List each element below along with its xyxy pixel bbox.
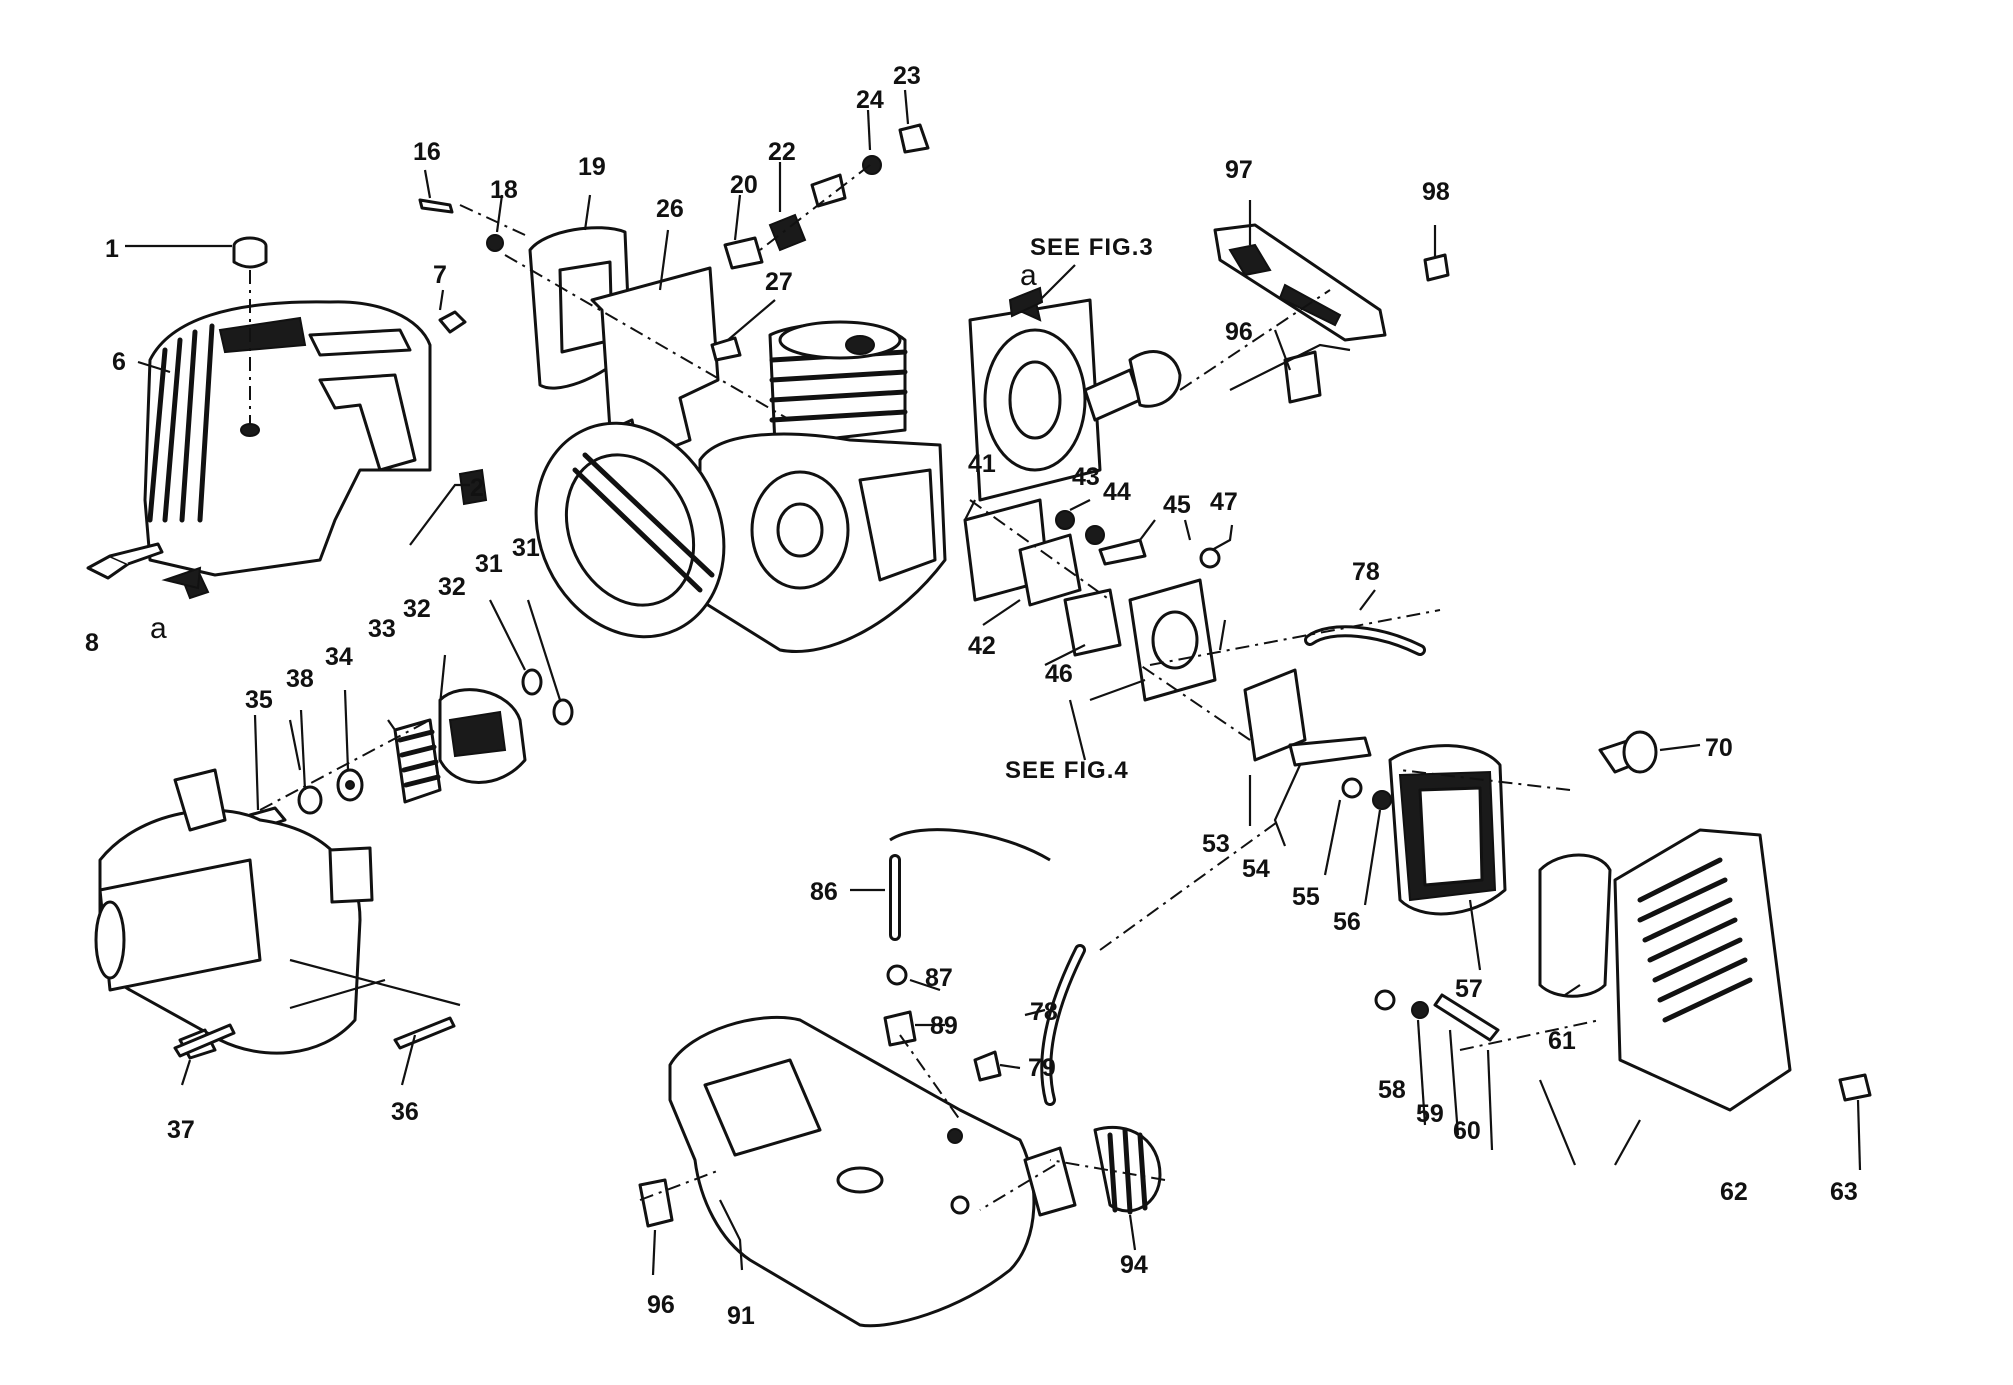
cover-screws bbox=[86, 310, 488, 600]
callout-36: 36 bbox=[391, 1098, 419, 1126]
callout-79: 79 bbox=[1028, 1054, 1056, 1082]
callout-32-b: 32 bbox=[438, 573, 466, 601]
callout-47: 47 bbox=[1210, 488, 1238, 516]
callout-16: 16 bbox=[413, 138, 441, 166]
connection-arrow-a-top bbox=[1008, 286, 1044, 318]
callout-45: 45 bbox=[1163, 491, 1191, 519]
handle-bracket-part bbox=[1213, 223, 1450, 404]
leader-lines bbox=[125, 89, 1862, 1276]
callout-32-a: 32 bbox=[403, 595, 431, 623]
callout-31-a: 31 bbox=[475, 550, 503, 578]
see-fig-4-note: SEE FIG.4 bbox=[1005, 757, 1129, 784]
callout-87: 87 bbox=[925, 964, 953, 992]
muffler-shield-part bbox=[418, 198, 720, 462]
callout-2: 2 bbox=[470, 474, 484, 502]
engine-cover-part bbox=[143, 300, 432, 577]
connection-arrow-a-bottom bbox=[161, 566, 202, 590]
callout-96-b: 96 bbox=[647, 1291, 675, 1319]
callout-89: 89 bbox=[930, 1012, 958, 1040]
callout-35: 35 bbox=[245, 686, 273, 714]
callout-20: 20 bbox=[730, 171, 758, 199]
callout-34: 34 bbox=[325, 643, 353, 671]
callout-19: 19 bbox=[578, 153, 606, 181]
callout-53: 53 bbox=[1202, 830, 1230, 858]
callout-27: 27 bbox=[765, 268, 793, 296]
callout-97: 97 bbox=[1225, 156, 1253, 184]
callout-78-b: 78 bbox=[1030, 998, 1058, 1026]
callout-46: 46 bbox=[1045, 660, 1073, 688]
callout-8: 8 bbox=[85, 629, 99, 657]
marker-a-top: a bbox=[1020, 259, 1037, 292]
clutch-housing-part bbox=[94, 768, 374, 1060]
callout-26: 26 bbox=[656, 195, 684, 223]
starter-assembly-part bbox=[968, 296, 1182, 502]
fuel-tank-parts bbox=[638, 964, 1162, 1328]
callout-60: 60 bbox=[1453, 1117, 1481, 1145]
callout-43: 43 bbox=[1072, 463, 1100, 491]
cover-knob-part bbox=[232, 236, 268, 425]
callout-78-a: 78 bbox=[1352, 558, 1380, 586]
air-filter-parts bbox=[1243, 668, 1872, 1112]
carburetor-parts bbox=[963, 498, 1221, 702]
clutch-parts bbox=[248, 668, 574, 830]
callout-18: 18 bbox=[490, 176, 518, 204]
callout-86: 86 bbox=[810, 878, 838, 906]
callout-37: 37 bbox=[167, 1116, 195, 1144]
fuel-hoses bbox=[889, 625, 1426, 1106]
callout-59: 59 bbox=[1416, 1100, 1444, 1128]
callout-94: 94 bbox=[1120, 1251, 1148, 1279]
callout-41: 41 bbox=[968, 450, 996, 478]
callout-58: 58 bbox=[1378, 1076, 1406, 1104]
callout-63: 63 bbox=[1830, 1178, 1858, 1206]
callout-70: 70 bbox=[1705, 734, 1733, 762]
primer-bulb-part bbox=[1598, 730, 1658, 774]
callout-91: 91 bbox=[727, 1302, 755, 1330]
callout-42: 42 bbox=[968, 632, 996, 660]
callout-24: 24 bbox=[856, 86, 884, 114]
callout-98: 98 bbox=[1422, 178, 1450, 206]
callout-62: 62 bbox=[1720, 1178, 1748, 1206]
callout-44: 44 bbox=[1103, 478, 1131, 506]
callout-31-b: 31 bbox=[512, 534, 540, 562]
callout-33: 33 bbox=[368, 615, 396, 643]
housing-screws bbox=[173, 1016, 456, 1058]
callout-38: 38 bbox=[286, 665, 314, 693]
callout-22: 22 bbox=[768, 138, 796, 166]
callout-23: 23 bbox=[893, 62, 921, 90]
callout-55: 55 bbox=[1292, 883, 1320, 911]
callout-54: 54 bbox=[1242, 855, 1270, 883]
callout-1: 1 bbox=[105, 235, 119, 263]
callout-57: 57 bbox=[1455, 975, 1483, 1003]
marker-a-bottom: a bbox=[150, 612, 167, 645]
engine-block-part bbox=[698, 320, 947, 653]
callout-61: 61 bbox=[1548, 1027, 1576, 1055]
flywheel-part bbox=[534, 421, 726, 639]
callout-56: 56 bbox=[1333, 908, 1361, 936]
see-fig-3-note: SEE FIG.3 bbox=[1030, 234, 1154, 261]
callout-labels: 1 2 6 7 8 16 18 19 20 22 23 24 26 27 31 … bbox=[85, 62, 1858, 1330]
callout-96-a: 96 bbox=[1225, 318, 1253, 346]
spark-plug-parts bbox=[710, 123, 930, 362]
callout-6: 6 bbox=[112, 348, 126, 376]
callout-7: 7 bbox=[433, 261, 447, 289]
